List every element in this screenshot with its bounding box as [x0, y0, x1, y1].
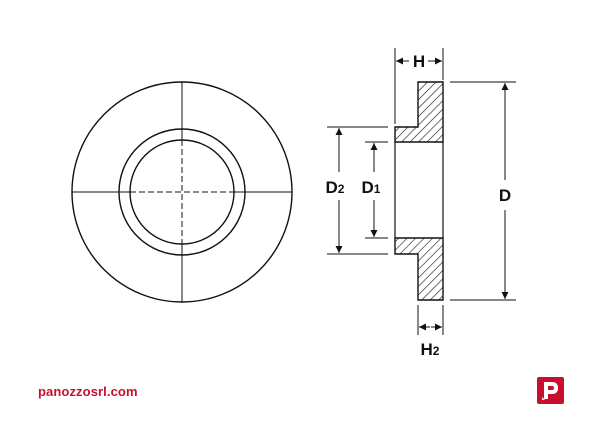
label-d: D	[499, 186, 511, 205]
dimension-lines	[327, 48, 516, 335]
section-top	[394, 81, 444, 143]
front-view	[71, 81, 293, 303]
bore-circle	[129, 139, 235, 245]
section-view	[394, 81, 444, 301]
section-bottom	[394, 237, 444, 301]
p-logo-icon	[537, 377, 564, 404]
flange-inner-circle	[118, 128, 246, 256]
label-d2: D2	[326, 178, 345, 197]
label-d1: D1	[362, 178, 381, 197]
label-h: H	[413, 52, 425, 71]
label-h2: H2	[421, 340, 440, 359]
website-link[interactable]: panozzosrl.com	[38, 384, 138, 399]
